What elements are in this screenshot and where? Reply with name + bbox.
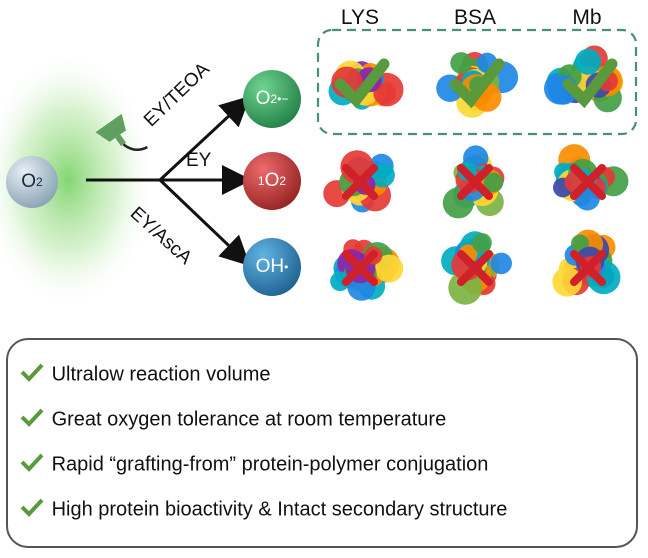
feature-item: High protein bioactivity & Intact second… bbox=[20, 497, 507, 523]
protein-bsa-row-3 bbox=[441, 231, 512, 305]
cross-icon bbox=[457, 250, 493, 286]
feature-item: Rapid “grafting-from” protein-polymer co… bbox=[20, 452, 488, 478]
protein-lys-row-1 bbox=[328, 58, 404, 110]
cross-icon bbox=[570, 164, 606, 200]
selection-box bbox=[316, 28, 638, 136]
check-icon bbox=[20, 362, 46, 388]
check-icon bbox=[20, 407, 46, 433]
light-glow bbox=[0, 50, 156, 310]
protein-mb-row-2 bbox=[553, 144, 629, 211]
protein-bsa-row-2 bbox=[442, 145, 505, 219]
hydroxyl-radical-sphere: OH• bbox=[243, 238, 301, 296]
feature-item: Great oxygen tolerance at room temperatu… bbox=[20, 407, 446, 433]
column-label-lys: LYS bbox=[340, 6, 380, 29]
protein-lys-row-2 bbox=[323, 150, 395, 213]
protein-lys-row-3 bbox=[330, 239, 404, 301]
check-icon bbox=[449, 58, 505, 109]
protein-mb-row-1 bbox=[544, 45, 624, 113]
cross-icon bbox=[457, 164, 493, 200]
cross-icon bbox=[570, 250, 606, 286]
arrow-up bbox=[158, 95, 251, 182]
features-box: Ultralow reaction volume Great oxygen to… bbox=[6, 338, 638, 548]
cross-icon bbox=[342, 164, 378, 200]
check-icon bbox=[334, 58, 390, 109]
check-icon bbox=[20, 452, 46, 478]
feature-item: Ultralow reaction volume bbox=[20, 362, 271, 388]
cross-icon bbox=[342, 250, 378, 286]
check-icon bbox=[20, 497, 46, 523]
column-label-mb: Mb bbox=[572, 6, 602, 29]
reaction-scheme bbox=[0, 28, 638, 310]
protein-mb-row-3 bbox=[552, 229, 621, 297]
arrow-down bbox=[158, 178, 251, 267]
lamp-icon bbox=[95, 113, 148, 152]
path-label-ey: EY bbox=[186, 150, 212, 171]
column-label-bsa: BSA bbox=[453, 6, 497, 29]
protein-bsa-row-1 bbox=[436, 52, 519, 118]
check-icon bbox=[562, 58, 618, 109]
